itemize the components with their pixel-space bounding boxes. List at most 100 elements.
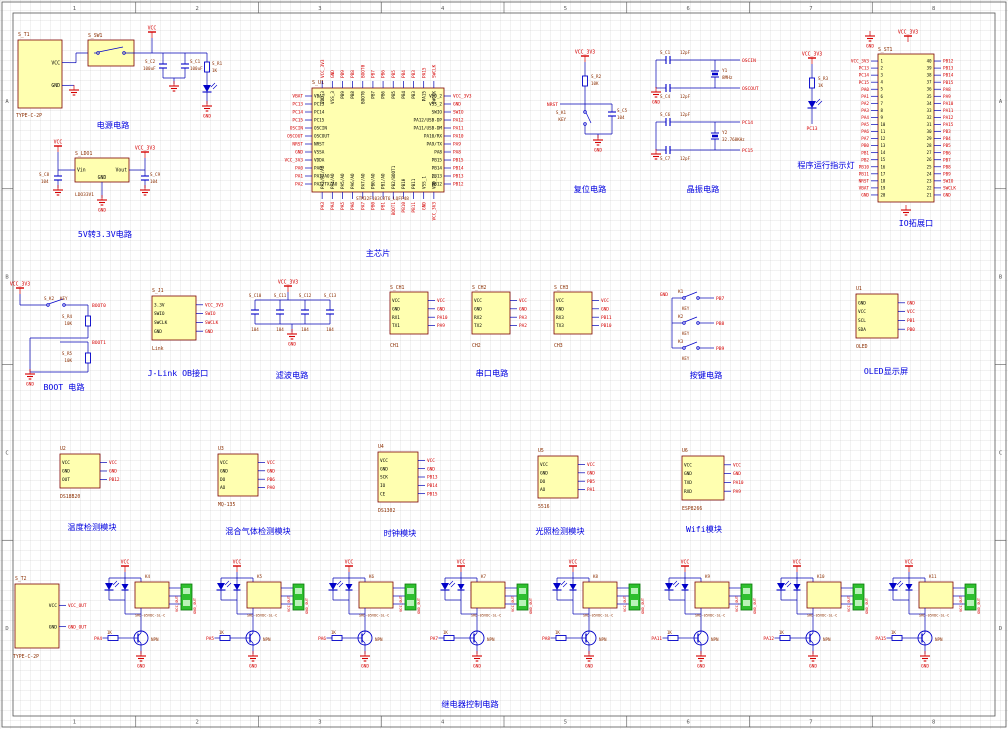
led-symbol[interactable] [786, 582, 792, 588]
net-label[interactable]: PA1 [295, 174, 303, 180]
designator[interactable]: K9 [705, 574, 711, 579]
pin-number[interactable]: 12 [881, 136, 886, 141]
led-symbol[interactable] [553, 583, 561, 590]
net-label[interactable]: VCC_OUT [174, 595, 179, 612]
component-box[interactable] [134, 581, 170, 609]
pin-name[interactable]: PB15 [432, 158, 443, 164]
net-label[interactable]: PC13 [292, 102, 303, 108]
pin-name[interactable]: PA2/TX/AO [314, 182, 338, 188]
designator[interactable]: 104 [301, 327, 309, 332]
net-label[interactable]: PB1 [861, 150, 869, 156]
pin-name[interactable]: PB0/AO [371, 173, 377, 189]
net-label[interactable]: PA10 [943, 101, 954, 107]
diode-symbol[interactable] [233, 584, 241, 590]
circuit-title[interactable]: 光照检测模块 [535, 526, 584, 536]
component-value[interactable]: SRD-05VDC-SL-C [247, 614, 277, 618]
net-label[interactable]: PB5 [391, 70, 397, 78]
net-label[interactable]: PA5 [206, 636, 214, 642]
net-label[interactable]: PA15 [875, 636, 886, 642]
pin-number[interactable]: 7 [881, 101, 884, 106]
pin-name[interactable]: AO [540, 487, 546, 493]
circuit-title[interactable]: 主芯片 [366, 248, 391, 258]
designator[interactable]: K4 [145, 574, 151, 579]
led-symbol[interactable] [224, 580, 230, 586]
pin-name[interactable]: GND [49, 624, 58, 630]
designator[interactable]: S_U1 [312, 80, 324, 86]
net-label[interactable]: PB12 [453, 182, 464, 188]
net-label[interactable]: GND [733, 471, 741, 477]
net-label[interactable]: PA3 [861, 108, 869, 114]
net-label[interactable]: OSCIN [742, 58, 756, 64]
designator[interactable]: DS1302 [378, 508, 395, 514]
pin-number[interactable]: 18 [881, 178, 886, 183]
npn-transistor-symbol[interactable] [249, 639, 254, 644]
circuit-title[interactable]: 按键电路 [690, 370, 723, 380]
net-label[interactable]: PA9 [437, 323, 445, 329]
terminal-block[interactable] [180, 583, 193, 611]
net-label[interactable]: GND_OUT [640, 597, 645, 614]
designator[interactable]: S_LDO1 [75, 151, 92, 157]
designator[interactable]: 104 [150, 179, 158, 184]
pin-number[interactable]: 40 [927, 59, 932, 64]
component-box[interactable] [151, 295, 197, 341]
diode-symbol[interactable] [681, 584, 689, 590]
pin-name[interactable]: VSS_2 [429, 102, 442, 108]
net-label[interactable]: SWIO [453, 110, 464, 116]
terminal-block[interactable] [292, 583, 305, 611]
net-label[interactable]: PB8 [350, 70, 356, 78]
pin-name[interactable]: RX3 [556, 315, 564, 321]
net-label[interactable]: VCC [267, 460, 275, 466]
component-value[interactable]: SRD-05VDC-SL-C [695, 614, 725, 618]
component-box[interactable] [246, 581, 282, 609]
net-label[interactable]: NRST [292, 142, 303, 148]
designator[interactable]: 10K [64, 321, 72, 326]
led-symbol[interactable] [784, 580, 790, 586]
pin-number[interactable]: 13 [881, 143, 886, 148]
npn-transistor-symbol[interactable] [473, 639, 478, 644]
pin-name[interactable]: RXD [684, 489, 692, 495]
key-symbol[interactable] [46, 303, 50, 307]
designator[interactable]: S_SW1 [88, 33, 103, 39]
pin-name[interactable]: VSS_1 [421, 176, 427, 189]
pin-number[interactable]: 11 [881, 129, 886, 134]
net-label[interactable]: VCC [733, 462, 741, 468]
resistor-symbol[interactable] [85, 315, 91, 327]
component-box[interactable] [877, 53, 935, 203]
net-label[interactable]: PC13 [859, 66, 870, 72]
pin-number[interactable]: 1 [881, 59, 884, 64]
net-label[interactable]: PA12 [763, 636, 774, 642]
pin-name[interactable]: DO [540, 479, 546, 485]
designator[interactable]: K8 [593, 574, 599, 579]
designator[interactable]: 8MHz [722, 75, 733, 81]
net-label[interactable]: VBAT [292, 94, 303, 100]
designator[interactable]: 12pF [680, 50, 691, 55]
circuit-title[interactable]: IO拓展口 [899, 218, 933, 228]
led-symbol[interactable] [210, 82, 216, 88]
power-net-label[interactable]: VCC [54, 140, 63, 146]
pin-name[interactable]: PB3 [411, 91, 417, 99]
pin-name[interactable]: GND [540, 470, 548, 476]
power-net-label[interactable]: VCC_3V3 [135, 146, 155, 152]
designator[interactable]: CH3 [554, 343, 563, 349]
pin-name[interactable]: SCL [858, 318, 866, 324]
component-value[interactable]: 1K [107, 630, 112, 635]
designator[interactable]: S_C5 [617, 108, 628, 113]
led-symbol[interactable] [672, 580, 678, 586]
designator[interactable]: OLED [856, 344, 868, 350]
pin-name[interactable]: GND [220, 468, 228, 474]
component-box[interactable] [14, 583, 60, 649]
net-label[interactable]: GND [601, 306, 609, 312]
net-label[interactable]: VCC [437, 298, 445, 304]
pin-number[interactable]: 32 [927, 115, 932, 120]
net-label[interactable]: GND_OUT [864, 597, 869, 614]
led-symbol[interactable] [896, 580, 902, 586]
npn-transistor-symbol[interactable] [361, 632, 366, 637]
pin-name[interactable]: SCK [380, 475, 388, 481]
designator[interactable]: U4 [378, 444, 384, 450]
designator[interactable]: S_C13 [324, 293, 337, 298]
net-label[interactable]: GND [519, 306, 527, 312]
power-net-label[interactable]: VCC_3V3 [10, 282, 30, 288]
net-label[interactable]: VCC_3V3 [205, 302, 224, 308]
net-label[interactable]: PA0 [267, 485, 275, 491]
net-label[interactable]: PA10 [437, 315, 448, 321]
